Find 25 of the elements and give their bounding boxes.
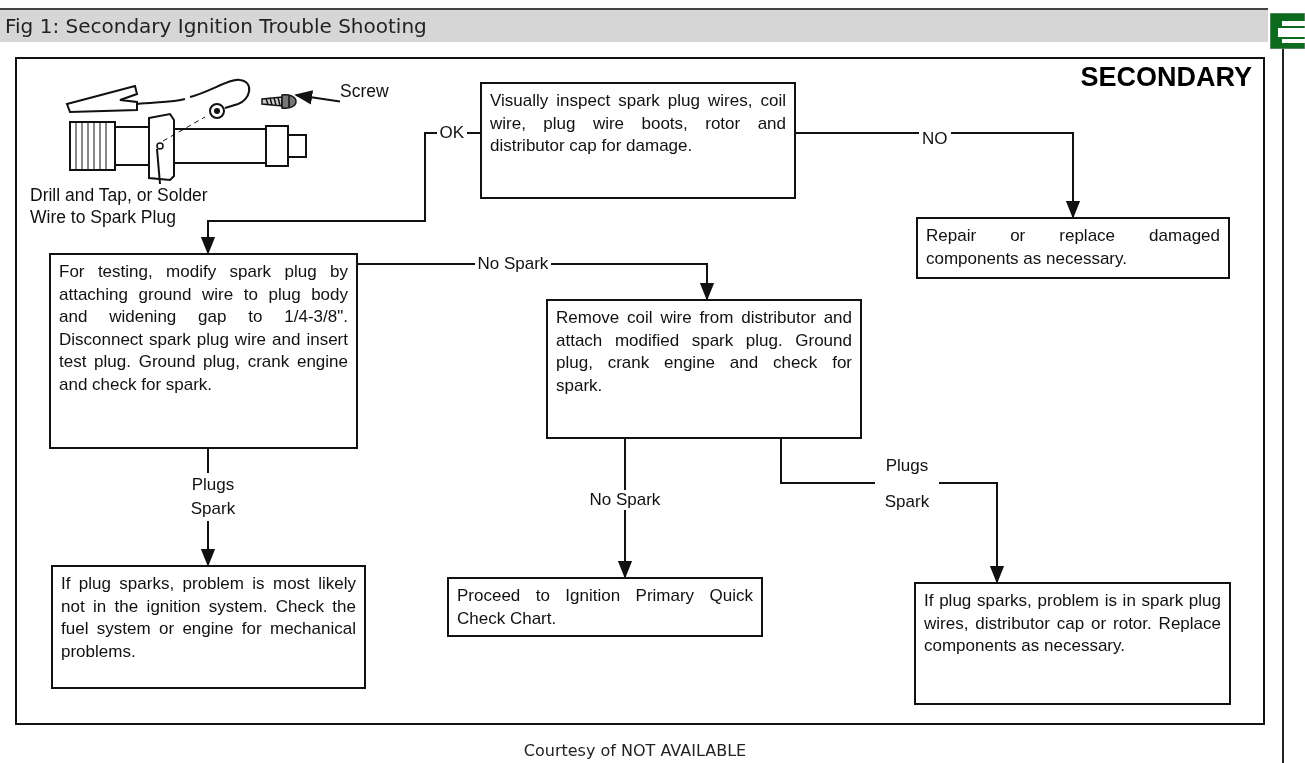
arrow	[795, 132, 1081, 219]
process-box	[480, 82, 796, 199]
drilled-hole	[156, 142, 164, 150]
box-text: Remove coil wire from distributor and attach modified spark plug. Ground plug, crank engine and check for spark.	[556, 307, 852, 397]
figure-title: Fig 1: Secondary Ignition Trouble Shooting	[5, 14, 427, 38]
callout-label: Screw	[340, 80, 402, 102]
process-box	[49, 253, 358, 449]
edge-label: No Spark	[474, 254, 552, 274]
section-heading: SECONDARY	[1079, 62, 1252, 93]
process-box	[914, 582, 1231, 705]
screw-drawing	[261, 94, 297, 109]
box-text: Proceed to Ignition Primary Quick Check Chart.	[457, 585, 753, 630]
process-box	[916, 217, 1230, 279]
box-text: Repair or replace damaged components as necessary.	[926, 225, 1220, 270]
box-text: For testing, modify spark plug by attaching ground wire to plug body and widening gap to 1/4-3/8". Disconnect spark plug wire and insert test plug. Ground plug, crank engine and check for spark.	[59, 261, 348, 396]
arrow	[294, 90, 341, 105]
box-text: Visually inspect spark plug wires, coil wire, plug wire boots, rotor and distributor cap for damage.	[490, 90, 786, 157]
box-text: If plug sparks, problem is in spark plug wires, distributor cap or rotor. Replace components as necessary.	[924, 590, 1221, 657]
arrow	[200, 132, 481, 255]
box-text: If plug sparks, problem is most likely not in the ignition system. Check the fuel system or engine for mechanical problems.	[61, 573, 356, 663]
process-box	[546, 299, 862, 439]
process-box	[447, 577, 763, 637]
process-box	[51, 565, 366, 689]
figure-caption: Courtesy of NOT AVAILABLE	[522, 741, 748, 760]
callout-label: Drill and Tap, or Solder Wire to Spark Plug	[30, 184, 245, 228]
